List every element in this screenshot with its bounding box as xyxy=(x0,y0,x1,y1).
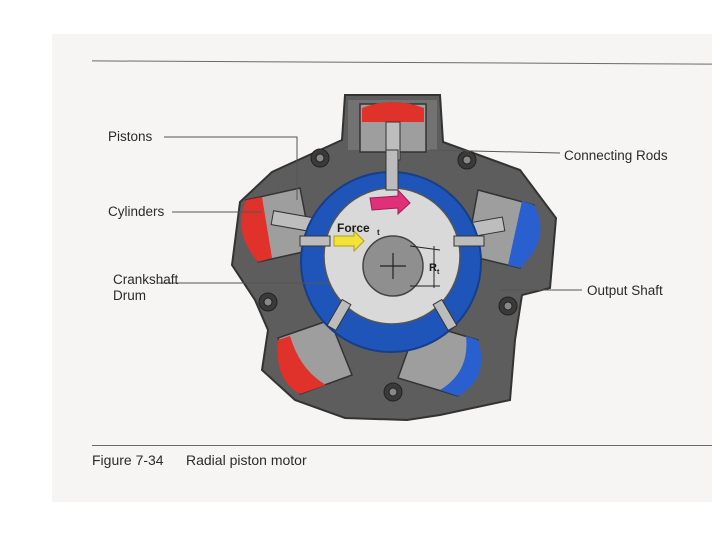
pistons-label: Pistons xyxy=(108,129,153,144)
crankshaft-label-line1: Crankshaft xyxy=(113,272,179,287)
output-shaft-label: Output Shaft xyxy=(587,283,663,298)
radius-subscript: t xyxy=(437,269,440,276)
bottom-rule xyxy=(92,445,712,446)
cylinder-top xyxy=(359,102,427,161)
connecting-rods-label: Connecting Rods xyxy=(564,148,668,163)
cylinder-upper-right xyxy=(444,189,541,269)
figure-title: Radial piston motor xyxy=(186,452,307,468)
radius-marker xyxy=(409,245,441,288)
crankshaft-label-line2: Drum xyxy=(113,288,146,303)
cylinders-label: Cylinders xyxy=(108,204,165,219)
leader-lines xyxy=(158,136,582,291)
force-arrow xyxy=(333,229,365,253)
output-shaft xyxy=(362,235,424,297)
figure-number: Figure 7-34 xyxy=(92,452,164,468)
bolt-holes xyxy=(258,148,518,402)
radius-label: R xyxy=(429,262,437,274)
force-label: Force xyxy=(337,221,370,235)
force-subscript: t xyxy=(377,228,380,237)
rotation-arrow xyxy=(369,188,411,216)
cylinder-lower-left xyxy=(277,319,353,395)
